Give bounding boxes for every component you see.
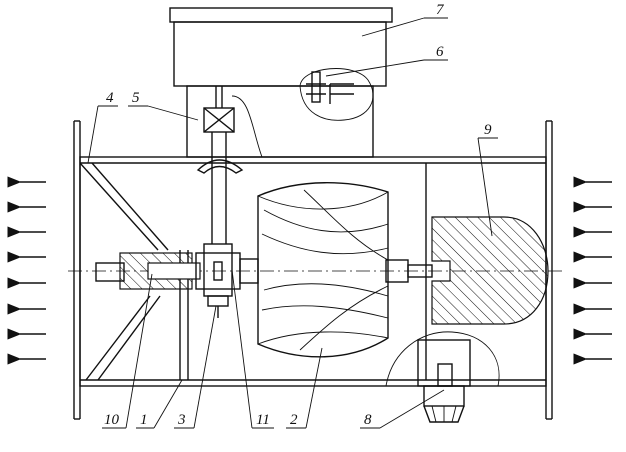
- bottom-drive: [385, 331, 500, 423]
- label-1: 1: [140, 412, 148, 428]
- bushing: [119, 252, 201, 290]
- part-labels: 7 6 4 5 9 10 1 3 11 2 8: [104, 2, 492, 428]
- rotor: [257, 182, 389, 358]
- inlet-arrows-left: [7, 176, 46, 365]
- label-9: 9: [484, 122, 492, 138]
- label-6: 6: [436, 44, 444, 60]
- gearbox: [195, 243, 259, 318]
- label-5: 5: [132, 90, 140, 106]
- label-4: 4: [106, 90, 114, 106]
- inlet-arrows-right: [573, 176, 612, 365]
- label-8: 8: [364, 412, 372, 428]
- motor-gear: [299, 68, 374, 121]
- label-2: 2: [290, 412, 298, 428]
- label-11: 11: [256, 412, 270, 428]
- label-7: 7: [436, 2, 445, 18]
- motor-unit: [169, 7, 393, 158]
- label-10: 10: [104, 412, 120, 428]
- leader-lines: [87, 17, 498, 429]
- counterweight: [431, 216, 549, 325]
- coupling: [203, 86, 235, 133]
- vertical-shaft: [196, 132, 244, 244]
- label-3: 3: [177, 412, 186, 428]
